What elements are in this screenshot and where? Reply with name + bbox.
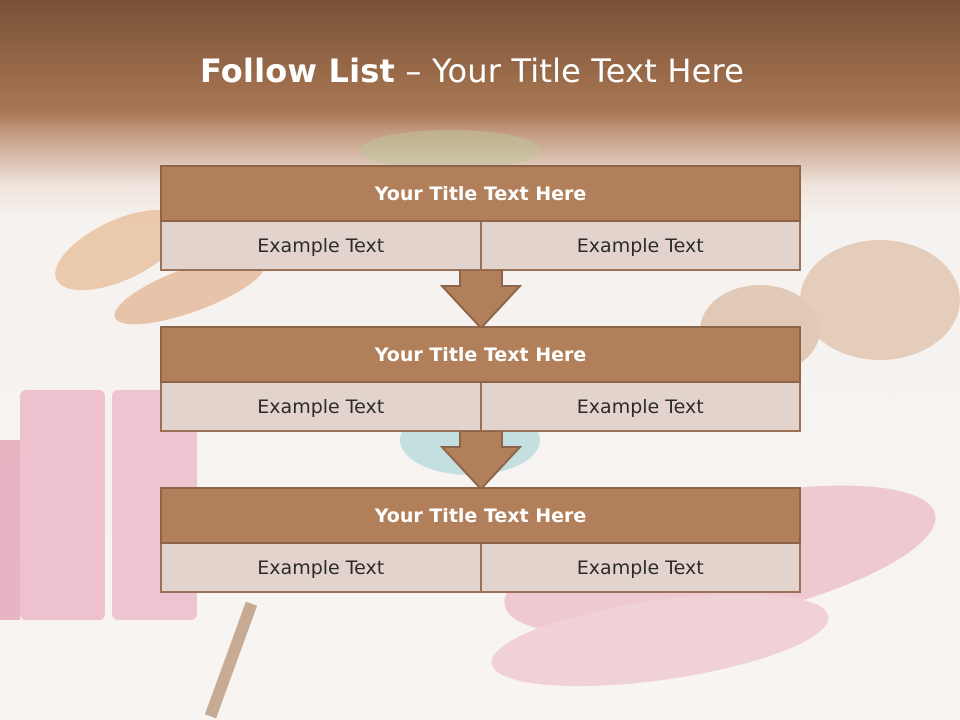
block-cell-right: Example Text	[479, 544, 800, 591]
block-title: Your Title Text Here	[160, 326, 801, 383]
follow-block-1: Your Title Text Here Example Text Exampl…	[160, 165, 801, 271]
header-band	[0, 0, 960, 130]
title-bold: Follow List	[199, 52, 396, 90]
block-cell-left: Example Text	[257, 234, 385, 257]
slide-title: Follow List – Your Title Text Here	[0, 52, 944, 90]
block-cell-left: Example Text	[257, 395, 385, 418]
block-title: Your Title Text Here	[160, 165, 801, 222]
down-arrow-icon	[440, 431, 522, 491]
block-title: Your Title Text Here	[160, 487, 801, 544]
block-row: Example Text Example Text	[160, 544, 801, 593]
block-row: Example Text Example Text	[160, 222, 801, 271]
block-cell-right: Example Text	[479, 383, 800, 430]
block-cell-left: Example Text	[257, 556, 385, 579]
down-arrow-icon	[440, 270, 522, 330]
title-rest: – Your Title Text Here	[395, 52, 745, 90]
block-cell-right: Example Text	[479, 222, 800, 269]
follow-block-2: Your Title Text Here Example Text Exampl…	[160, 326, 801, 432]
follow-block-3: Your Title Text Here Example Text Exampl…	[160, 487, 801, 593]
block-row: Example Text Example Text	[160, 383, 801, 432]
